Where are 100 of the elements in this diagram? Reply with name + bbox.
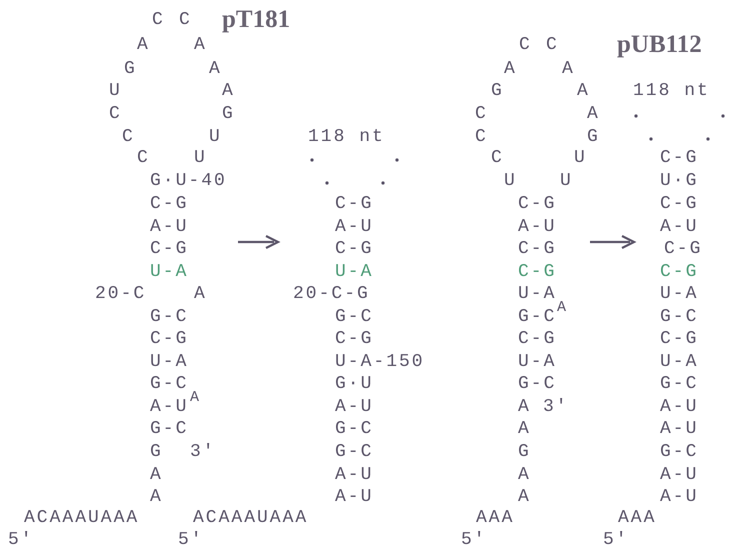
strand-end-label: 5′ xyxy=(8,529,34,551)
sequence-text: C-G xyxy=(335,193,374,215)
nucleotide-letter: G xyxy=(491,80,504,102)
nucleotide-letter: G xyxy=(222,103,235,125)
length-label: 118 nt xyxy=(633,80,710,102)
sequence-text: G xyxy=(150,441,163,463)
sequence-text: U-A xyxy=(150,351,188,373)
sequence-text: G-C xyxy=(150,373,188,395)
nucleotide-letter: U xyxy=(504,170,517,192)
nucleotide-letter: U xyxy=(194,147,207,169)
sequence-text: G·U-40 xyxy=(150,170,227,192)
strand-end-label: 5′ xyxy=(603,529,629,551)
sequence-text: C-G xyxy=(335,328,374,350)
sequence-text: C-G xyxy=(660,328,698,350)
nucleotide-letter: C xyxy=(519,34,532,56)
sequence-text: G-C xyxy=(660,306,698,328)
nucleotide-letter: A xyxy=(209,58,222,80)
sequence-text: G-C xyxy=(518,373,556,395)
nucleotide-letter: A xyxy=(137,34,150,56)
nucleotide-letter: U xyxy=(109,80,122,102)
sequence-text: A-U xyxy=(150,216,188,238)
nucleotide-letter: U xyxy=(560,170,573,192)
length-label: 118 nt xyxy=(308,126,385,148)
nucleotide-letter: A xyxy=(518,396,531,418)
sequence-text: A-U xyxy=(335,464,374,486)
nucleotide-letter: G xyxy=(587,126,600,148)
sequence-text: A-U xyxy=(660,486,698,508)
nucleotide-letter: A xyxy=(518,486,531,508)
sequence-text: U-A-150 xyxy=(335,351,425,373)
nucleotide-letter: C xyxy=(152,9,165,31)
sequence-text: A-U xyxy=(335,216,374,238)
nucleotide-letter: A xyxy=(194,34,207,56)
sequence-text: C-G xyxy=(150,238,188,260)
nucleotide-letter: C xyxy=(122,126,135,148)
sequence-text: A-U xyxy=(660,418,698,440)
strand-end-label: 5′ xyxy=(461,529,487,551)
sequence-text: C-G xyxy=(660,261,698,283)
nucleotide-letter: A xyxy=(587,103,600,125)
nucleotide-letter: A xyxy=(150,464,163,486)
nucleotide-letter: G xyxy=(518,441,531,463)
sequence-text: G-C xyxy=(335,441,374,463)
sequence-text: A-U xyxy=(518,216,556,238)
sequence-text: A-U xyxy=(335,396,374,418)
sequence-text: A-U xyxy=(660,396,698,418)
sequence-text: C-G xyxy=(150,328,188,350)
sequence-text: G-C xyxy=(660,441,698,463)
sequence-text: C-G xyxy=(518,328,556,350)
nucleotide-letter: C xyxy=(475,126,488,148)
sequence-text: C-G xyxy=(660,193,698,215)
sequence-text: U-A xyxy=(335,261,374,283)
nucleotide-letter: A xyxy=(577,80,590,102)
sequence-text: G-C xyxy=(335,418,374,440)
sequence-text: G-C xyxy=(335,306,374,328)
sequence-text: U-A xyxy=(518,283,556,305)
nucleotide-letter: C xyxy=(475,103,488,125)
nucleotide-letter: C xyxy=(109,103,122,125)
strand-end-label: 5′ xyxy=(178,529,204,551)
sequence-text: A-U xyxy=(660,464,698,486)
sequence-text: U-A xyxy=(660,351,698,373)
strand-end-label: 3′ xyxy=(190,441,216,463)
nucleotide-letter: A xyxy=(150,486,163,508)
sequence-text: U-A xyxy=(150,261,188,283)
sequence-text: G-C xyxy=(150,306,188,328)
sequence-text: ACAAAUAAA xyxy=(24,507,140,529)
sequence-text: 20-C-G xyxy=(293,283,370,305)
sequence-text: A-U xyxy=(660,216,698,238)
sequence-text: C-G xyxy=(335,238,374,260)
nucleotide-letter: A xyxy=(518,464,531,486)
nucleotide-letter: A xyxy=(562,58,575,80)
sequence-text: AAA xyxy=(476,507,514,529)
sequence-text: A-U xyxy=(335,486,374,508)
nucleotide-letter: A xyxy=(194,283,207,305)
sequence-text: U-A xyxy=(660,283,698,305)
nucleotide-letter: G xyxy=(124,58,137,80)
nucleotide-letter: C xyxy=(137,147,150,169)
plasmid-name: pUB112 xyxy=(617,31,702,59)
nucleotide-letter: A xyxy=(222,80,235,102)
sequence-text: G-C xyxy=(518,306,556,328)
bulge-base: A xyxy=(557,300,568,316)
sequence-text: C-G xyxy=(660,147,698,169)
sequence-text: C-G xyxy=(664,238,702,260)
nucleotide-letter: C xyxy=(179,9,192,31)
sequence-text: C-G xyxy=(150,193,188,215)
strand-end-label: 3′ xyxy=(543,396,569,418)
sequence-text: 20-C xyxy=(95,283,146,305)
sequence-text: C-G xyxy=(518,193,556,215)
sequence-text: U·G xyxy=(660,170,698,192)
nucleotide-letter: A xyxy=(504,58,517,80)
plasmid-name: pT181 xyxy=(222,6,290,34)
nucleotide-letter: C xyxy=(491,147,504,169)
sequence-text: AAA xyxy=(618,507,656,529)
sequence-text: G·U xyxy=(335,373,374,395)
sequence-text: C-G xyxy=(518,238,556,260)
nucleotide-letter: A xyxy=(518,418,531,440)
sequence-text: A-U xyxy=(150,396,188,418)
sequence-text: G-C xyxy=(660,373,698,395)
bulge-base: A xyxy=(190,390,202,406)
sequence-text: ACAAAUAAA xyxy=(193,507,308,529)
nucleotide-letter: U xyxy=(209,126,222,148)
sequence-text: U-A xyxy=(518,351,556,373)
